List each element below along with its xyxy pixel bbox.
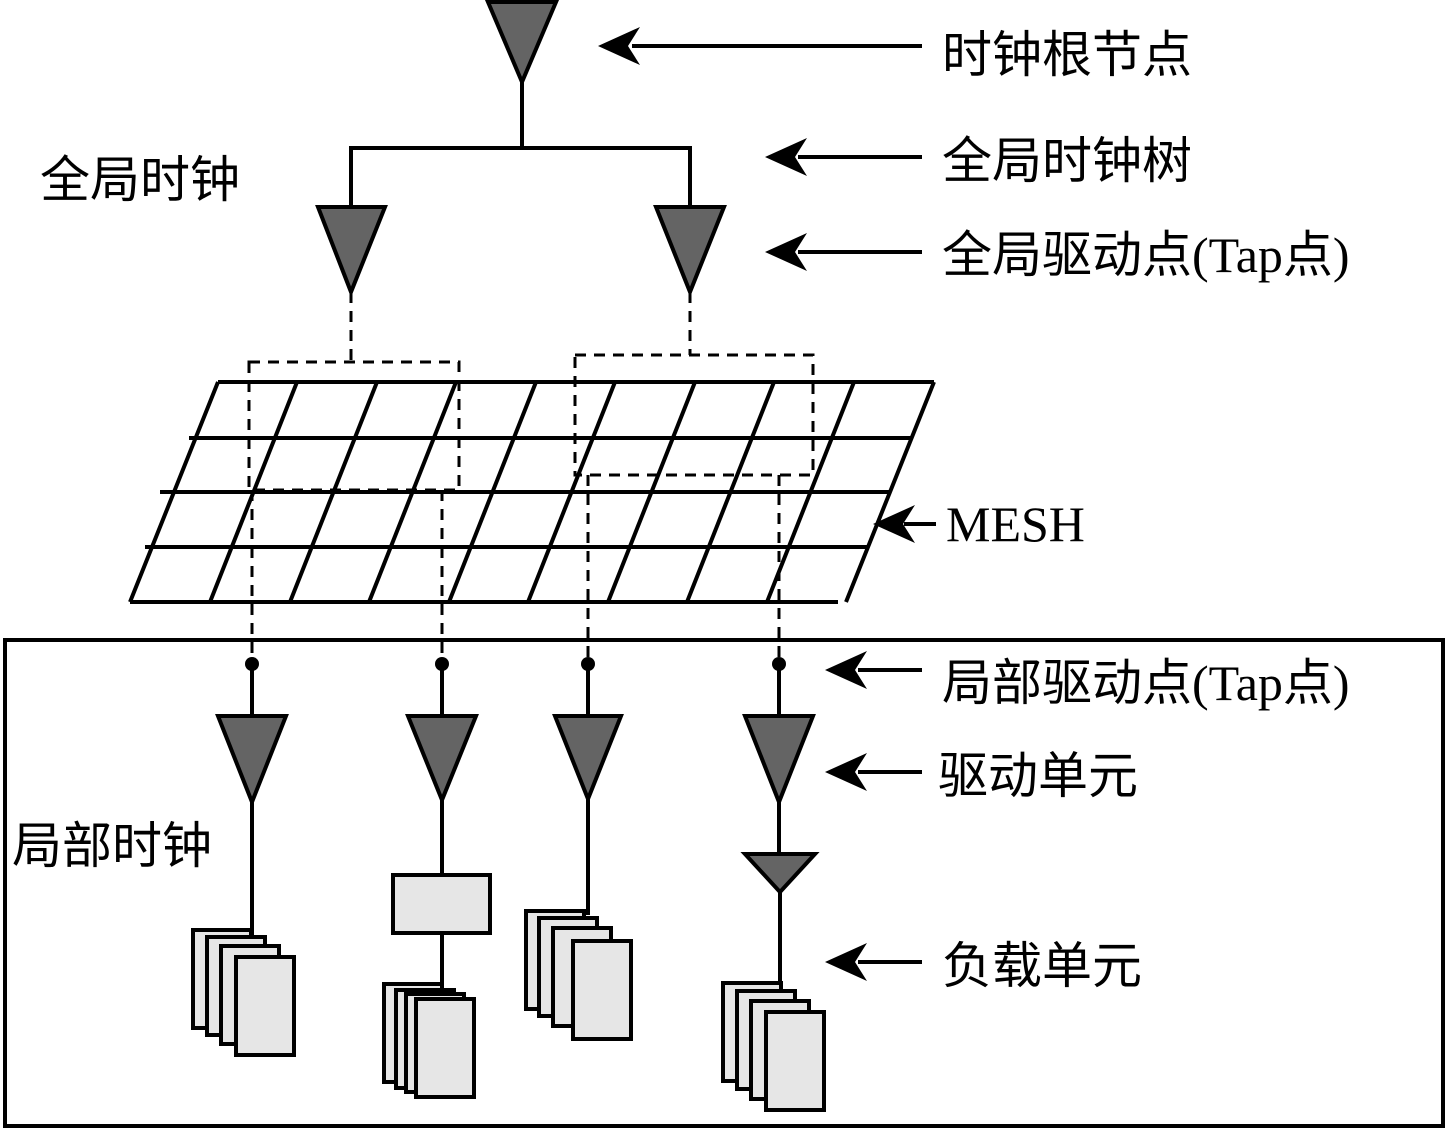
mesh-col-line	[526, 381, 617, 603]
label-mesh: MESH	[946, 496, 1085, 552]
label-drive-unit: 驱动单元	[938, 748, 1138, 804]
load-cell	[234, 955, 296, 1057]
load-cell	[764, 1010, 826, 1112]
load-stack-3	[524, 909, 633, 1041]
label-global-clock: 全局时钟	[40, 152, 240, 208]
mesh-col-line	[288, 381, 379, 603]
gating-cell-2	[391, 873, 492, 935]
label-load-unit: 负载单元	[942, 938, 1142, 994]
secondary-buffer-4	[740, 852, 820, 895]
load-cell	[571, 939, 633, 1041]
mesh-col-line	[685, 381, 776, 603]
arrow-mesh	[873, 505, 936, 543]
label-global-clock-tree: 全局时钟树	[942, 133, 1192, 189]
mesh-col-line	[844, 381, 936, 603]
label-global-tap: 全局驱动点(Tap点)	[942, 227, 1350, 283]
arrow-drive-unit	[825, 753, 922, 791]
drive-buffer-3	[552, 714, 624, 805]
clock-root-buffer	[484, 0, 560, 88]
arrow-global-tree	[765, 138, 922, 176]
global-tap-buffer-right	[653, 205, 727, 298]
load-cell	[414, 997, 476, 1099]
drive-buffer-2	[405, 714, 479, 806]
drive-buffer-1	[215, 714, 289, 808]
global-tap-buffer-left	[315, 205, 388, 298]
arrow-local-tap	[825, 651, 922, 689]
global-tree-branch-wire	[349, 146, 692, 207]
clock-mesh-grid	[128, 380, 936, 604]
load-stack-1	[191, 928, 296, 1057]
arrow-root	[598, 27, 922, 65]
mesh-col-line	[765, 381, 856, 603]
global-coverage-region-right	[573, 353, 815, 477]
mesh-col-line	[128, 381, 220, 603]
mesh-col-line	[606, 381, 697, 603]
label-clock-root: 时钟根节点	[942, 27, 1192, 83]
label-local-tap: 局部驱动点(Tap点)	[942, 655, 1350, 711]
load-stack-2	[382, 982, 476, 1099]
local-clock-region	[3, 638, 1445, 1128]
load-stack-4	[721, 981, 826, 1112]
arrow-global-tap	[765, 233, 922, 271]
label-local-clock: 局部时钟	[12, 818, 212, 874]
mesh-col-line	[447, 381, 538, 603]
arrow-load-unit	[825, 943, 922, 981]
mesh-col-line	[367, 381, 458, 603]
drive-buffer-4	[742, 714, 816, 808]
